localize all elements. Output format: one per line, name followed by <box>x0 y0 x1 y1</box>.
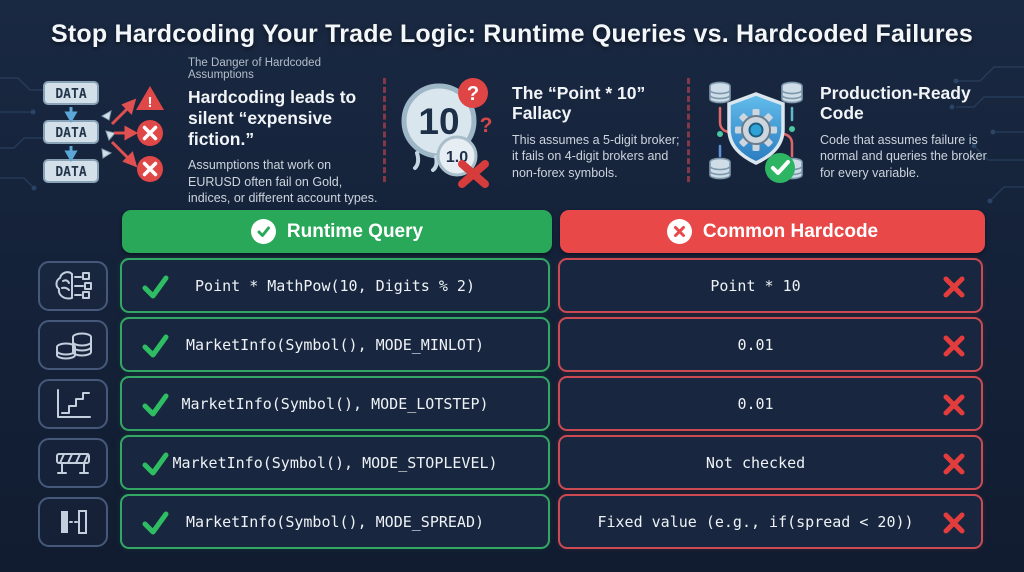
query-code: MarketInfo(Symbol(), MODE_MINLOT) <box>185 335 484 354</box>
svg-text:10: 10 <box>418 101 459 142</box>
shield-gear-icon <box>704 76 808 188</box>
spread-gap-icon <box>38 496 108 547</box>
svg-text:DATA: DATA <box>55 165 86 180</box>
page-title: Stop Hardcoding Your Trade Logic: Runtim… <box>51 20 973 48</box>
brain-circuit-icon <box>38 260 108 311</box>
coins-icon <box>38 319 108 370</box>
card-headline: The “Point * 10” Fallacy <box>512 82 646 124</box>
card-headline: Production-Ready Code <box>820 82 971 124</box>
card-body: Code that assumes failure is normal and … <box>820 132 987 180</box>
card-headline: Hardcoding leads to silent “expensive fi… <box>188 87 357 149</box>
card-eyebrow: The Danger of Hardcoded Assumptions <box>188 57 321 82</box>
table-row: MarketInfo(Symbol(), MODE_LOTSTEP) 0.01 <box>38 376 983 431</box>
cross-icon <box>942 334 966 358</box>
card-production-ready: Production-Ready Code Code that assumes … <box>690 62 1024 202</box>
hardcode-value: Fixed value (e.g., if(spread < 20)) <box>597 512 914 531</box>
query-code: MarketInfo(Symbol(), MODE_STOPLEVEL) <box>172 453 498 472</box>
cross-icon <box>942 452 966 476</box>
query-code: Point * MathPow(10, Digits % 2) <box>195 276 475 295</box>
hardcode-value: 0.01 <box>737 394 774 413</box>
runtime-query-cell: MarketInfo(Symbol(), MODE_LOTSTEP) <box>120 376 550 431</box>
table-row: Point * MathPow(10, Digits % 2) Point * … <box>38 258 983 313</box>
table-row: MarketInfo(Symbol(), MODE_STOPLEVEL) Not… <box>38 435 983 490</box>
check-icon <box>142 451 169 477</box>
cross-icon <box>942 511 966 535</box>
melting-point-ten-icon: 10 ? ? 1.0 <box>398 76 500 188</box>
table-row: MarketInfo(Symbol(), MODE_MINLOT) 0.01 <box>38 317 983 372</box>
breaking-data-flow-icon: DATA DATA DATA <box>38 76 176 188</box>
column-header-label: Runtime Query <box>286 220 424 242</box>
query-code: MarketInfo(Symbol(), MODE_LOTSTEP) <box>181 394 489 413</box>
svg-text:DATA: DATA <box>55 126 86 141</box>
svg-text:DATA: DATA <box>55 87 86 102</box>
cross-icon <box>942 275 966 299</box>
runtime-query-cell: MarketInfo(Symbol(), MODE_MINLOT) <box>120 317 550 372</box>
check-circle-icon <box>250 219 276 244</box>
check-icon <box>142 274 169 300</box>
hardcode-value: Not checked <box>705 453 806 472</box>
step-chart-icon <box>38 378 108 429</box>
hardcode-cell: 0.01 <box>558 376 983 431</box>
hardcode-cell: Fixed value (e.g., if(spread < 20)) <box>558 494 983 549</box>
query-code: MarketInfo(Symbol(), MODE_SPREAD) <box>185 512 484 531</box>
card-body: This assumes a 5-digit broker; it fails … <box>512 132 680 180</box>
barrier-icon <box>38 437 108 488</box>
comparison-table: Point * MathPow(10, Digits % 2) Point * … <box>38 258 983 549</box>
check-icon <box>142 333 169 359</box>
svg-text:?: ? <box>467 83 479 105</box>
svg-text:!: ! <box>148 94 153 111</box>
table-row: MarketInfo(Symbol(), MODE_SPREAD) Fixed … <box>38 494 983 549</box>
card-hardcoded-assumptions: DATA DATA DATA <box>0 57 383 205</box>
runtime-query-cell: MarketInfo(Symbol(), MODE_STOPLEVEL) <box>120 435 550 490</box>
hardcode-value: Point * 10 <box>710 276 801 295</box>
hardcode-cell: Point * 10 <box>558 258 983 313</box>
svg-text:?: ? <box>480 114 493 137</box>
column-header-label: Common Hardcode <box>702 220 879 242</box>
table-column-headers: Runtime Query Common Hardcode <box>122 210 985 253</box>
cross-icon <box>942 393 966 417</box>
hardcode-cell: 0.01 <box>558 317 983 372</box>
dashed-divider <box>383 78 386 182</box>
hardcode-value: 0.01 <box>737 335 774 354</box>
card-point-ten-fallacy: 10 ? ? 1.0 The “Point * 10” Fallacy This… <box>386 62 687 202</box>
runtime-query-cell: Point * MathPow(10, Digits % 2) <box>120 258 550 313</box>
info-band: DATA DATA DATA <box>0 57 1024 205</box>
hardcode-cell: Not checked <box>558 435 983 490</box>
card-body: Assumptions that work on EURUSD often fa… <box>188 158 378 206</box>
runtime-query-cell: MarketInfo(Symbol(), MODE_SPREAD) <box>120 494 550 549</box>
dashed-divider <box>687 78 690 182</box>
check-icon <box>142 392 169 418</box>
column-header-common-hardcode: Common Hardcode <box>560 210 985 253</box>
cross-circle-icon <box>666 219 692 244</box>
column-header-runtime-query: Runtime Query <box>122 210 552 253</box>
check-icon <box>142 510 169 536</box>
